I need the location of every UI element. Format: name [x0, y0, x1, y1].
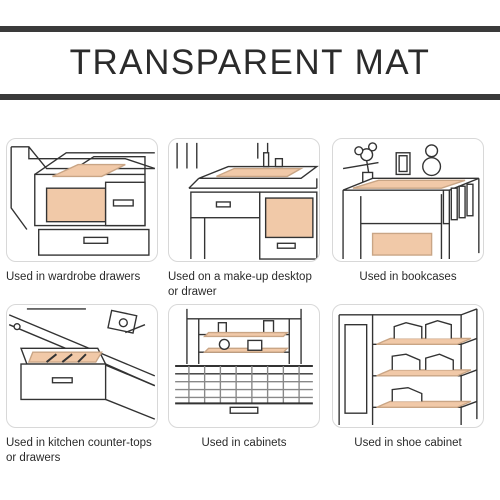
caption-cabinets: Used in cabinets [201, 437, 287, 449]
bottom-divider-bar [0, 94, 500, 100]
bookcase-icon [332, 138, 484, 262]
caption-bookcase: Used in bookcases [359, 271, 457, 283]
usage-card-bookcase: Used in bookcases [332, 138, 484, 285]
page-title: TRANSPARENT MAT [69, 43, 431, 82]
usage-card-shoe-cabinet: Used in shoe cabinet [332, 304, 484, 451]
makeup-desk-icon [168, 138, 320, 262]
caption-shoe-cabinet: Used in shoe cabinet [354, 437, 462, 449]
usage-card-wardrobe: Used in wardrobe drawers [6, 138, 158, 285]
caption-wardrobe: Used in wardrobe drawers [6, 271, 141, 283]
shoe-cabinet-icon [332, 304, 484, 428]
usage-card-cabinets: Used in cabinets [168, 304, 320, 451]
usage-card-makeup-desk: Used on a make-up desktop or drawer [168, 138, 320, 300]
top-divider-bar [0, 26, 500, 32]
caption-kitchen: Used in kitchen counter-tops or drawers [6, 437, 152, 464]
wardrobe-drawer-icon [6, 138, 158, 262]
kitchen-drawer-icon [6, 304, 158, 428]
usage-card-kitchen: Used in kitchen counter-tops or drawers [6, 304, 158, 466]
cabinet-icon [168, 304, 320, 428]
caption-makeup-desk: Used on a make-up desktop or drawer [168, 271, 312, 298]
